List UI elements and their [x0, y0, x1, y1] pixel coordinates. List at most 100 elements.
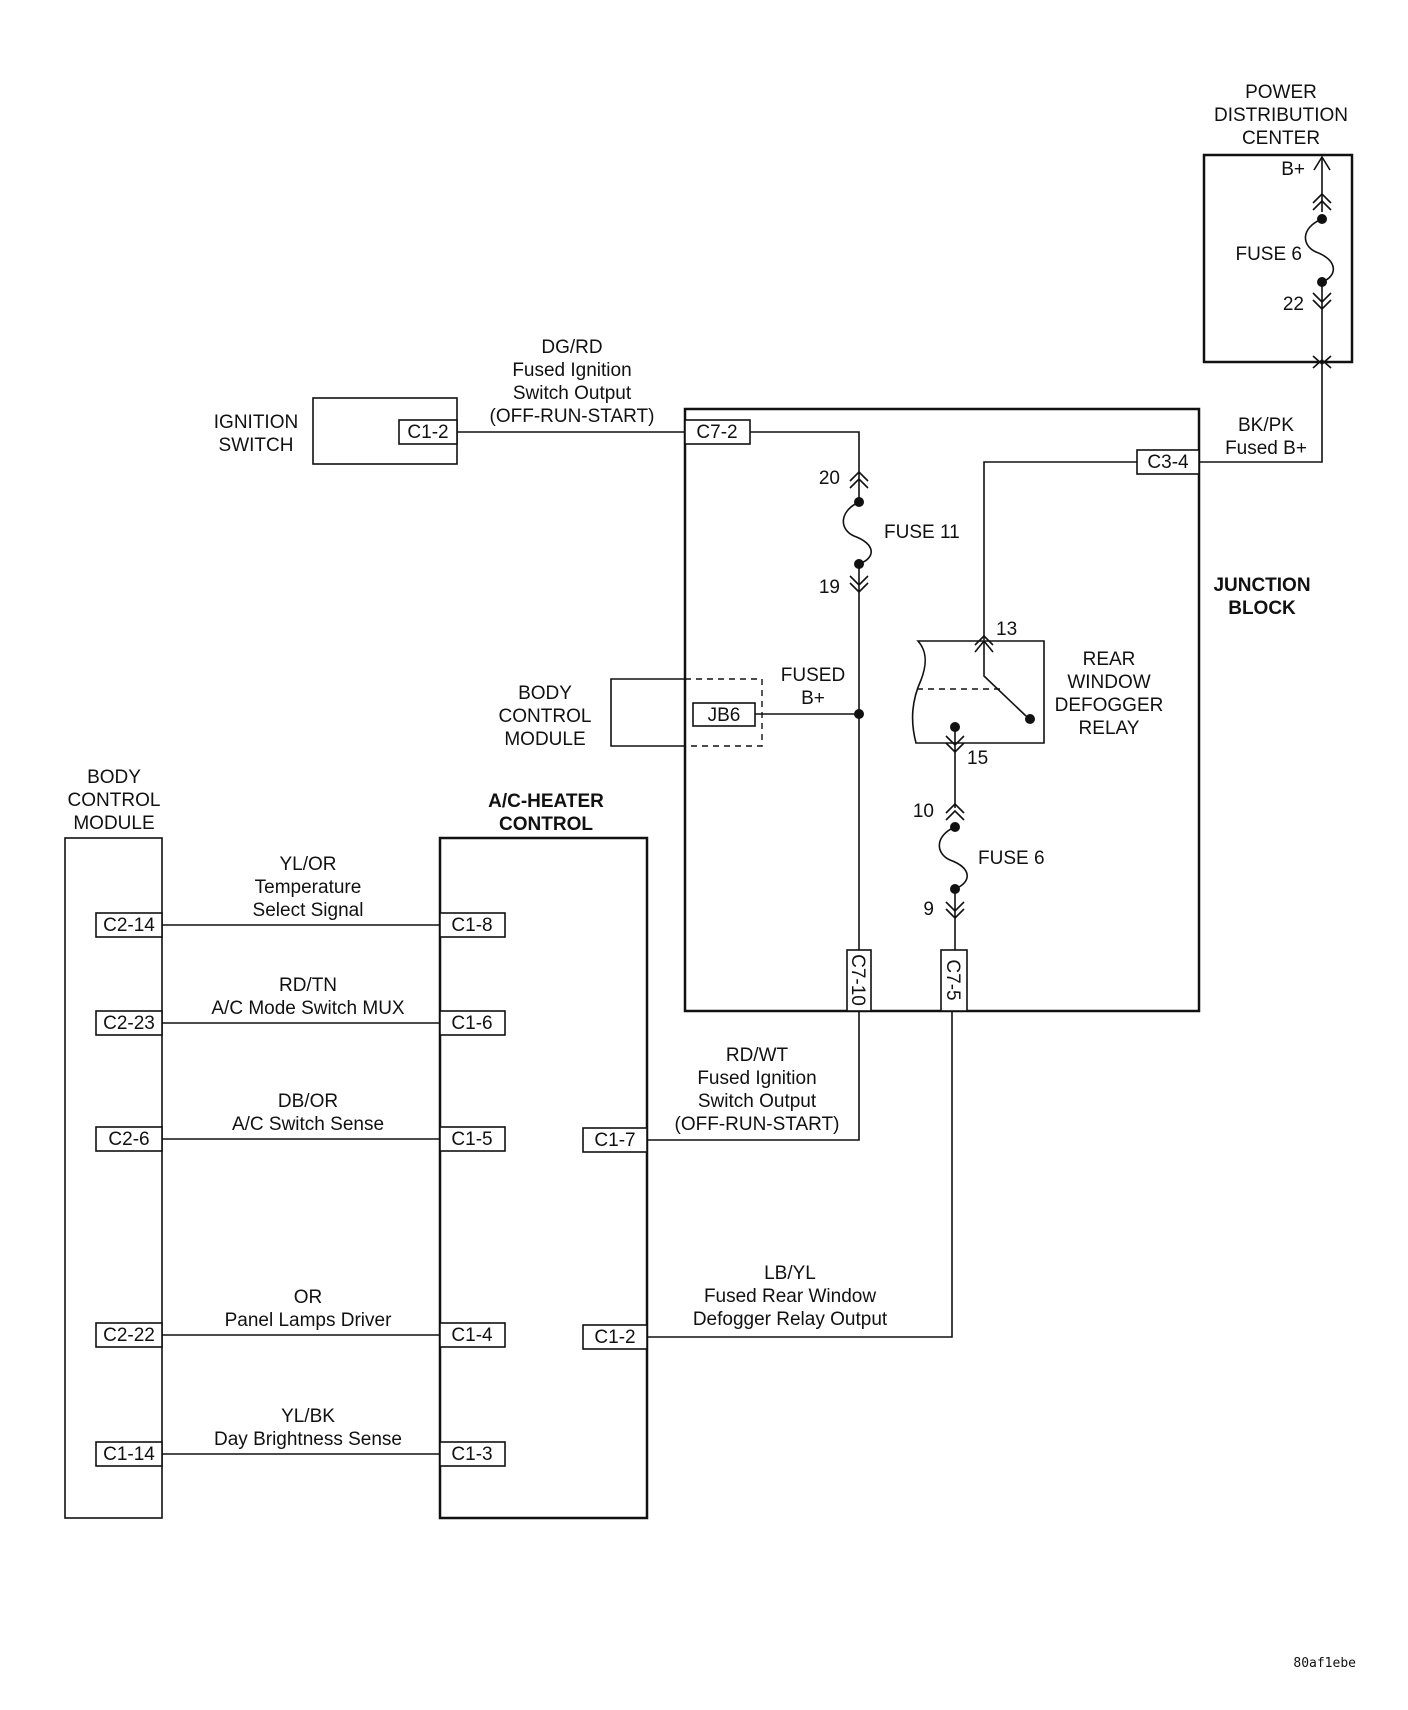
connector-male-icon	[945, 901, 965, 913]
connector-bcm-pin	[95, 1441, 163, 1467]
circuit-color-code: YL/OR	[279, 854, 336, 875]
connector-jb6	[692, 702, 756, 727]
jb-connector-c7-2: C7-2	[696, 422, 737, 443]
wire-lb-yl-desc-2: Defogger Relay Output	[693, 1309, 888, 1330]
fuse11-label: FUSE 11	[884, 522, 960, 543]
connector-female-icon	[974, 634, 994, 646]
connector-male-icon	[945, 908, 965, 920]
connector-ac-pin	[439, 1441, 506, 1467]
relay-box	[911, 640, 1045, 744]
connector-bcm-pin	[95, 1322, 163, 1348]
relay-title-2: WINDOW	[1067, 672, 1150, 693]
wire-bk-pk-desc: Fused B+	[1225, 438, 1307, 459]
bcm-pin-label: C1-14	[103, 1444, 155, 1465]
wire-rd-wt-desc-3: (OFF-RUN-START)	[675, 1114, 840, 1135]
power-distribution-center: POWER DISTRIBUTION CENTER B+ FUSE 6 22	[1202, 82, 1354, 369]
bcm-pin-label: C2-6	[108, 1129, 149, 1150]
body-control-module-top: BODY CONTROL MODULE JB6	[499, 678, 763, 750]
connector-female-icon	[1312, 199, 1332, 211]
connector-ac-pin	[439, 912, 506, 938]
pdc-b-plus-label: B+	[1281, 159, 1305, 180]
wire-bk-pk-line	[1198, 364, 1323, 463]
ac-heater-title-2: CONTROL	[499, 814, 593, 835]
circuit-description: A/C Mode Switch MUX	[211, 998, 405, 1019]
wire-rd-wt-desc-1: Fused Ignition	[697, 1068, 816, 1089]
connector-male-icon	[1312, 299, 1332, 311]
wire-rd-wt-color: RD/WT	[726, 1045, 789, 1066]
ac-pin-label: C1-5	[451, 1129, 492, 1150]
bcm-top-title-2: CONTROL	[499, 706, 592, 727]
fuse-icon	[1304, 218, 1335, 283]
ac-pin-label: C1-8	[451, 915, 492, 936]
connector-c3-4	[1136, 449, 1200, 475]
body-control-module-left: BODY CONTROL MODULE	[64, 767, 163, 1519]
circuit-description: Select Signal	[253, 900, 364, 921]
ac-pin-c1-7: C1-7	[594, 1130, 635, 1151]
wire-dg-rd-desc-3: (OFF-RUN-START)	[490, 406, 655, 427]
connector-bcm-pin	[95, 1126, 163, 1152]
wire-dg-rd-color: DG/RD	[541, 337, 602, 358]
relay-switch-contact	[983, 641, 1027, 717]
bcm-left-box	[64, 837, 163, 1519]
wire-rd-wt-desc-2: Switch Output	[698, 1091, 817, 1112]
ac-pin-label: C1-6	[451, 1013, 492, 1034]
bcm-left-title-1: BODY	[87, 767, 141, 788]
fuse11-pin-19: 19	[819, 577, 840, 598]
wire-lb-yl-desc-1: Fused Rear Window	[704, 1286, 876, 1307]
connector-ac-pin	[439, 1322, 506, 1348]
rear-window-defogger-relay: 13 15 REAR WINDOW DEFOGGER RELAY	[911, 619, 1163, 808]
connector-female-icon	[849, 477, 869, 489]
circuit-color-code: YL/BK	[281, 1406, 335, 1427]
connector-c1-2	[398, 419, 458, 445]
pdc-title-1: POWER	[1245, 82, 1317, 103]
connector-male-icon	[945, 735, 965, 747]
bcm-top-connector-jb6: JB6	[708, 705, 741, 726]
pdc-title-2: DISTRIBUTION	[1214, 105, 1348, 126]
relay-pin-13: 13	[996, 619, 1017, 640]
wire-rd-wt: RD/WT Fused Ignition Switch Output (OFF-…	[647, 1011, 860, 1141]
connector-male-icon	[1312, 292, 1332, 304]
fuse6-label: FUSE 6	[978, 848, 1045, 869]
junction-block-title-1: JUNCTION	[1213, 575, 1310, 596]
jb-connector-c7-10: C7-10	[847, 954, 868, 1006]
ac-heater-box	[438, 836, 649, 1520]
connector-male-icon	[849, 582, 869, 594]
bcm-pin-label: C2-14	[103, 915, 155, 936]
pdc-pin-22: 22	[1283, 294, 1304, 315]
circuit-description: A/C Switch Sense	[232, 1114, 384, 1135]
jb-connector-c7-5: C7-5	[942, 959, 963, 1000]
circuit-description: Temperature	[255, 877, 362, 898]
bcm-top-box-dashed	[685, 678, 763, 747]
connector-male-icon	[849, 575, 869, 587]
wire-bk-pk-color: BK/PK	[1238, 415, 1294, 436]
ignition-switch-title-2: SWITCH	[219, 435, 294, 456]
connector-female-icon	[945, 802, 965, 814]
bcm-left-title-2: CONTROL	[68, 790, 161, 811]
connector-c7-10	[846, 949, 872, 1012]
ac-pin-label: C1-4	[451, 1325, 493, 1346]
connector-ac-pin	[439, 1126, 506, 1152]
wire-lb-yl-color: LB/YL	[764, 1263, 816, 1284]
wire-lb-yl: LB/YL Fused Rear Window Defogger Relay O…	[647, 1011, 953, 1338]
circuit-description: Panel Lamps Driver	[225, 1310, 393, 1331]
bcm-top-box-solid	[610, 678, 685, 747]
fuse-icon	[842, 501, 872, 565]
arrow-up-icon	[1313, 155, 1331, 171]
relay-pin-15: 15	[967, 748, 988, 769]
connector-female-icon	[849, 470, 869, 482]
wire-dg-rd-desc-1: Fused Ignition	[512, 360, 631, 381]
jb-wire-c7-2	[750, 431, 860, 500]
bcm-pin-label: C2-22	[103, 1325, 155, 1346]
fuse6-pin-10: 10	[913, 801, 934, 822]
connector-female-icon	[1312, 192, 1332, 204]
bcm-left-title-3: MODULE	[73, 813, 154, 834]
ignition-switch-connector: C1-2	[407, 422, 448, 443]
pdc-box	[1202, 153, 1354, 364]
relay-title-4: RELAY	[1079, 718, 1140, 739]
ac-heater-control: A/C-HEATER CONTROL C1-7 C1-2	[438, 791, 649, 1520]
pdc-title-3: CENTER	[1242, 128, 1320, 149]
